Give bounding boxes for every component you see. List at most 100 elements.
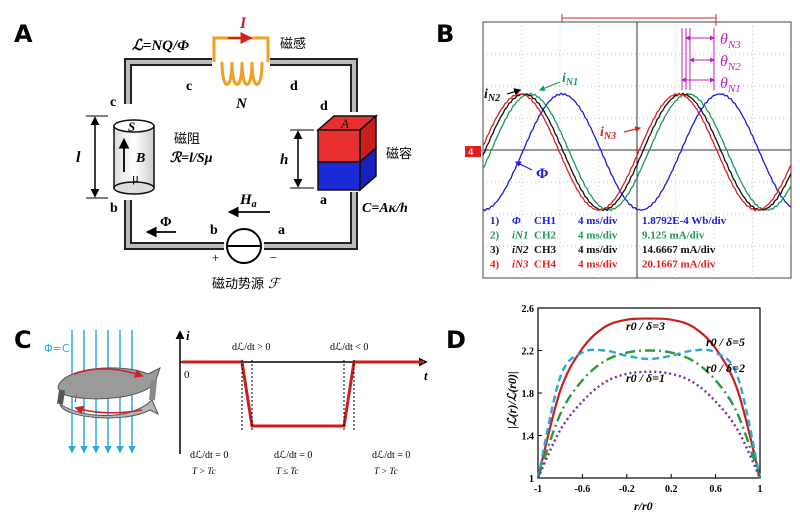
d-plot-frame	[537, 307, 761, 479]
current-label: I	[239, 15, 247, 32]
d-ytick-label: 1	[529, 474, 534, 485]
d-ytick-label: 1.8	[522, 389, 535, 400]
d-legend-label: r0 / δ=2	[706, 361, 745, 375]
capacitance-label: 磁容	[386, 146, 412, 162]
inductance-label: 磁感	[280, 36, 306, 52]
source-label: 磁动势源 ℱ	[212, 276, 282, 292]
node-d-top: d	[290, 79, 298, 94]
ch4-marker	[465, 146, 481, 157]
zone2-equation: dℒ/dt = 0	[274, 450, 312, 461]
legend-num: 1)	[490, 215, 500, 227]
plus-sign: +	[212, 250, 219, 265]
legend-value: 9.125 mA/div	[642, 230, 705, 242]
d-xtick-label: -0.6	[574, 484, 590, 495]
loop-current-arrow-top	[73, 368, 144, 378]
scope-grid	[483, 22, 791, 278]
c-axis-t-label: t	[424, 368, 428, 383]
legend-time: 4 ms/div	[578, 215, 618, 227]
d-series-line-4	[536, 370, 762, 479]
d-legend-label: r0 / δ=1	[626, 371, 665, 385]
label-in3: iN3	[600, 125, 616, 142]
minus-sign: −	[270, 250, 277, 265]
node-c-left: c	[110, 95, 116, 110]
d-ytick-label: 1.4	[522, 432, 535, 443]
node-c-top: c	[186, 79, 192, 94]
theta-n2-label: θN2	[720, 53, 741, 73]
legend-num: 3)	[490, 244, 500, 256]
d-legend-label: r0 / δ=5	[706, 335, 745, 349]
turns-label: N	[235, 96, 248, 112]
label-in2: iN2	[484, 87, 500, 104]
panel-c: C Φ=C i i t 0 dℒ/dt > 0 dℒ/dt <	[14, 326, 428, 476]
arrow-in1	[538, 81, 561, 92]
zone1-equation: dℒ/dt = 0	[190, 450, 228, 461]
d-ylabel: |ℒ(r)/ℒ(r0)|	[505, 371, 519, 428]
zone1-condition: T > Tc	[192, 466, 216, 476]
phi-constant-label: Φ=C	[44, 342, 70, 355]
length-label: l	[76, 149, 81, 166]
deriv-positive-label: dℒ/dt > 0	[232, 342, 270, 353]
node-a-bottom: a	[278, 223, 285, 238]
field-ha-label: Ha	[239, 192, 257, 210]
reluctance-equation: ℛ=l/Sμ	[170, 150, 213, 166]
arrow-in2	[506, 88, 522, 96]
legend-channel: CH1	[534, 215, 556, 227]
trace-in2	[482, 92, 792, 212]
scope-legend-row: 2) iN1 CH2 4 ms/div 9.125 mA/div	[490, 230, 705, 242]
c-origin-label: 0	[184, 369, 190, 381]
c-axis-i-label: i	[186, 328, 190, 343]
node-b-left: b	[110, 201, 118, 216]
d-xtick-label: -0.2	[619, 484, 635, 495]
panel-b-letter: B	[436, 20, 454, 48]
legend-channel: CH4	[534, 259, 557, 271]
legend-signal: Φ	[512, 215, 521, 227]
panel-d-letter: D	[446, 326, 466, 354]
trace-in1	[482, 92, 792, 212]
legend-time: 4 ms/div	[578, 259, 618, 271]
legend-signal: iN2	[512, 244, 529, 256]
arrow-in3	[623, 126, 642, 133]
d-series-line-3	[536, 349, 762, 479]
zone2-condition: T ≤ Tc	[276, 466, 298, 476]
reluctance-label: 磁阻	[174, 132, 200, 147]
legend-value: 14.6667 mA/div	[642, 244, 716, 256]
arrow-phi	[514, 161, 533, 171]
field-b-label: B	[135, 151, 145, 166]
legend-value: 20.1667 mA/div	[642, 259, 716, 271]
legend-num: 4)	[490, 259, 500, 271]
inductance-equation: ℒ=NQ/Φ	[132, 38, 189, 54]
legend-channel: CH2	[534, 230, 557, 242]
capacitance-equation: C=Aκ/h	[362, 201, 408, 216]
theta-n1-label: θN1	[720, 75, 741, 95]
node-a-right: a	[320, 193, 327, 208]
d-xtick-label: -1	[534, 484, 542, 495]
legend-value: 1.8792E-4 Wb/div	[642, 215, 727, 227]
d-xtick-label: 0.6	[709, 484, 722, 495]
d-xtick-label: 1	[758, 484, 763, 495]
area-a-label: A	[340, 116, 349, 131]
d-series-line-2	[536, 348, 762, 479]
area-s-label: S	[128, 119, 135, 134]
label-in1: iN1	[562, 71, 578, 88]
current-trace	[182, 360, 424, 428]
flux-label: Φ	[160, 215, 172, 230]
trace-phi	[482, 92, 792, 212]
d-ytick-label: 2.2	[522, 347, 535, 358]
zone3-equation: dℒ/dt = 0	[372, 450, 410, 461]
legend-signal: iN1	[512, 230, 529, 242]
mu-label: μ	[132, 170, 139, 185]
d-series-line-1	[536, 317, 762, 479]
legend-num: 2)	[490, 230, 500, 242]
zone3-condition: T > Tc	[374, 466, 398, 476]
node-d-right: d	[320, 99, 328, 114]
legend-time: 4 ms/div	[578, 230, 618, 242]
node-b-bottom: b	[210, 223, 218, 238]
reluctance-cylinder	[113, 119, 155, 195]
trace-in3	[482, 92, 792, 212]
